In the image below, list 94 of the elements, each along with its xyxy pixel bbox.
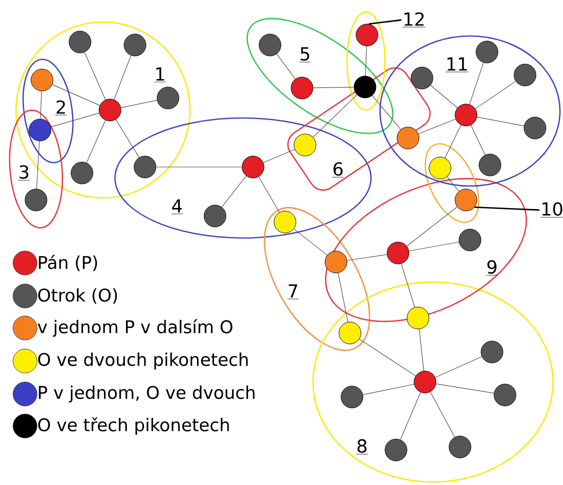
device-circle xyxy=(242,156,264,178)
device-circle xyxy=(28,118,52,142)
link-line xyxy=(408,242,460,252)
device-circle xyxy=(98,98,122,122)
link-line xyxy=(372,95,402,130)
link-line xyxy=(52,84,100,106)
device-circle xyxy=(476,40,498,64)
legend-item: Pán (P) xyxy=(12,250,98,276)
piconet-number: 12 xyxy=(402,12,426,28)
leader-line xyxy=(474,206,540,211)
link-line xyxy=(476,116,524,126)
link-line xyxy=(400,392,421,440)
piconet-number: 6 xyxy=(332,162,344,178)
link-line xyxy=(263,149,295,163)
device-circle xyxy=(448,436,472,458)
device-circle xyxy=(290,76,314,100)
device-circle xyxy=(204,204,226,228)
device-circle xyxy=(384,438,408,462)
device-circle xyxy=(454,104,478,126)
device-circle xyxy=(454,188,478,212)
link-line xyxy=(436,384,494,394)
link-line xyxy=(116,119,140,158)
device-circle xyxy=(124,34,146,56)
link-line xyxy=(401,263,415,308)
link-line xyxy=(338,272,348,322)
device-circle xyxy=(458,228,482,252)
device-circle xyxy=(478,154,502,176)
device-circle xyxy=(414,370,436,394)
piconet-number: 3 xyxy=(18,165,30,180)
device-circle xyxy=(258,34,282,56)
device-circle xyxy=(24,188,48,212)
device-circle xyxy=(428,156,452,180)
link-line xyxy=(294,228,328,256)
device-circle xyxy=(274,210,296,234)
link-line xyxy=(430,84,458,108)
device-circle xyxy=(30,68,54,92)
link-line xyxy=(446,176,460,192)
piconet-number: 9 xyxy=(486,260,498,276)
piconet-number: 5 xyxy=(299,47,311,62)
device-circle xyxy=(356,24,378,46)
device-circle xyxy=(406,306,430,330)
device-circle xyxy=(354,76,376,98)
link-line xyxy=(50,112,100,128)
legend-item: Otrok (O) xyxy=(12,284,117,308)
piconet-number: 4 xyxy=(171,199,183,214)
link-line xyxy=(359,338,416,376)
device-circle xyxy=(134,156,156,178)
piconet-number: 8 xyxy=(356,439,368,454)
link-line xyxy=(418,328,424,372)
link-line xyxy=(156,166,242,168)
device-circle xyxy=(68,30,92,54)
link-line xyxy=(406,206,458,246)
device-circle xyxy=(324,250,348,274)
link-line xyxy=(346,254,388,261)
link-line xyxy=(444,124,462,158)
device-circle xyxy=(494,384,516,406)
link-line xyxy=(84,52,106,100)
legend-item: P v jednom, O ve dvouch xyxy=(12,382,254,406)
link-line xyxy=(430,392,455,438)
device-circle xyxy=(386,242,410,264)
piconet-number: 2 xyxy=(55,100,67,116)
device-circle xyxy=(480,340,504,364)
piconet-number: 11 xyxy=(445,57,469,72)
link-line xyxy=(362,384,414,396)
piconet-number: 1 xyxy=(154,67,166,82)
link-line xyxy=(418,118,456,134)
link-line xyxy=(434,356,482,378)
device-circle xyxy=(410,66,434,90)
device-circle xyxy=(396,126,420,150)
link-line xyxy=(470,124,486,156)
legend-item: O ve třech pikonetech xyxy=(12,414,229,438)
link-line xyxy=(276,54,296,80)
link-line xyxy=(222,176,246,208)
device-circle xyxy=(338,322,362,344)
device-circle xyxy=(514,64,536,86)
link-line xyxy=(469,62,484,105)
link-line xyxy=(86,120,106,164)
device-circle xyxy=(340,386,364,408)
device-circle xyxy=(294,134,316,156)
link-line xyxy=(258,176,280,213)
link-line xyxy=(120,100,158,108)
link-line xyxy=(365,46,367,76)
device-circle xyxy=(524,116,546,140)
device-circle xyxy=(156,86,180,110)
piconet-number: 10 xyxy=(540,202,563,218)
device-circle xyxy=(70,162,94,184)
link-line xyxy=(40,90,42,120)
link-line xyxy=(312,86,354,88)
piconet-number: 7 xyxy=(287,284,299,300)
legend-item: v jednom P v dalsím O xyxy=(12,316,232,340)
link-line xyxy=(36,140,40,190)
link-line xyxy=(475,81,516,109)
legend-item: O ve dvouch pikonetech xyxy=(12,348,248,374)
link-line xyxy=(114,55,132,100)
